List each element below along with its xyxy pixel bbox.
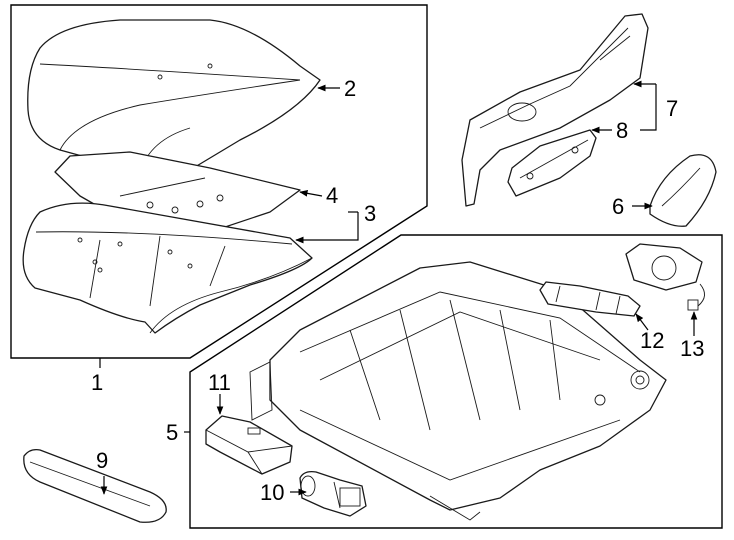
control-module: [205, 415, 293, 475]
seat-track-frame: [249, 261, 667, 521]
seat-cushion-foam: [22, 202, 313, 334]
lumbar-support-unit: [539, 281, 641, 317]
leader-3: [295, 212, 359, 244]
callout-8: 8: [616, 118, 628, 143]
cover-cap: [649, 154, 717, 227]
callout-12: 12: [640, 328, 664, 353]
track-group-frame: [189, 234, 723, 529]
callout-9: 9: [96, 448, 108, 473]
leader-12: [635, 313, 649, 331]
seat-motor: [299, 470, 367, 517]
callout-1: 1: [91, 370, 103, 395]
leader-7: [640, 84, 657, 131]
callout-5: 5: [166, 420, 178, 445]
leader-4: [299, 190, 323, 197]
occupant-sensor: [625, 243, 705, 311]
seat-cover: [27, 19, 321, 177]
callout-2: 2: [344, 76, 356, 101]
cushion-group-frame: [10, 4, 428, 359]
seat-side-shield: [461, 13, 649, 207]
callout-13: 13: [680, 336, 704, 361]
seat-trim-handle: [23, 448, 167, 523]
callout-6: 6: [612, 194, 624, 219]
callout-4: 4: [326, 183, 338, 208]
callout-10: 10: [260, 480, 284, 505]
callout-11: 11: [208, 370, 231, 395]
callout-3: 3: [364, 201, 376, 226]
callout-7: 7: [666, 96, 678, 121]
seat-adjuster-switch: [507, 129, 597, 197]
